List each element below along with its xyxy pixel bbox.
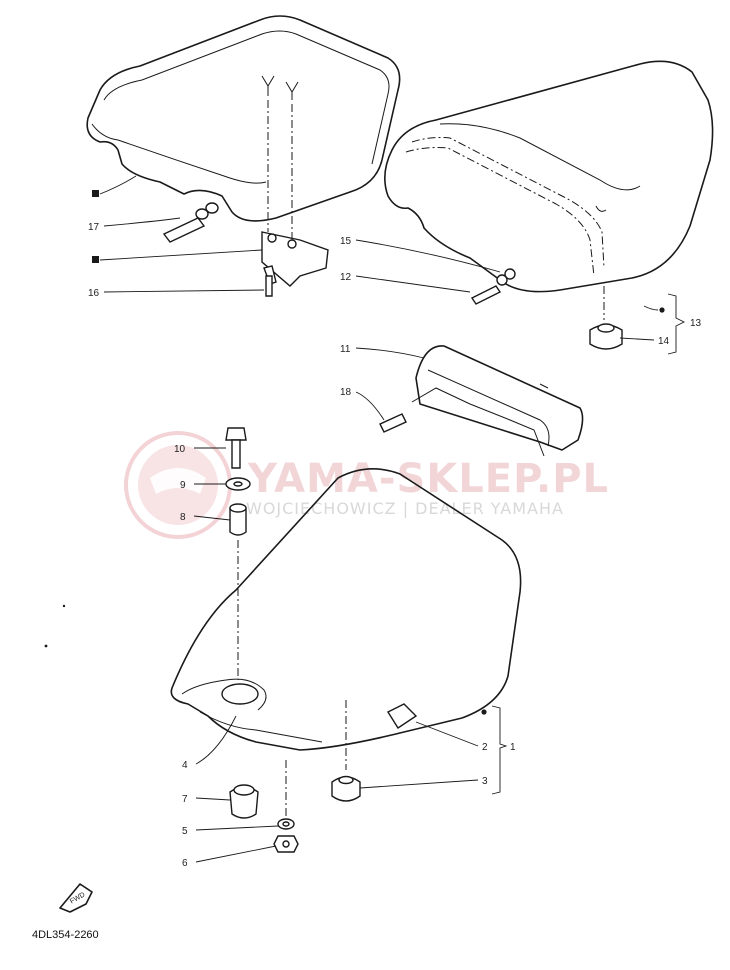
passenger-seat [384,60,714,293]
watermark: YAMA-SKLEP.PL WOJCIECHOWICZ | DEALER YAM… [124,431,609,539]
speck [62,604,66,608]
bolt-10-icon [225,427,247,469]
callout-1: 1 [510,742,516,753]
callout-labels: 17 16 15 12 13 14 11 18 10 9 8 4 7 5 6 2… [88,222,702,869]
bolt-17-icon [162,202,219,243]
screw-13-icon [659,307,665,313]
screw-18-icon [379,413,407,433]
screw-square-icon [92,256,99,263]
seat-base [170,468,522,751]
fastener-arrows-icon [261,75,299,100]
rider-seat [86,15,401,222]
forward-arrow-icon: FWD [59,883,93,913]
callout-6: 6 [182,858,188,869]
watermark-logo-icon [124,431,232,539]
leader-lines [99,175,686,863]
callout-4: 4 [182,760,188,771]
nut-6-icon [273,835,299,853]
collar-8-icon [229,503,247,536]
callout-14: 14 [658,336,670,347]
screw-2-icon [481,709,487,715]
callout-9: 9 [180,480,186,491]
callout-12: 12 [340,272,352,283]
callout-10: 10 [174,444,186,455]
damper-14-icon [589,323,623,350]
pin-16-icon [265,275,273,297]
callout-5: 5 [182,826,188,837]
screw-square-icon [92,190,99,197]
washer-9-icon [225,477,251,491]
callout-15: 15 [340,236,352,247]
diagram-code: 4DL354-2260 [32,929,99,941]
callout-18: 18 [340,387,352,398]
callout-3: 3 [482,776,488,787]
callout-7: 7 [182,794,188,805]
rear-cover [411,345,584,457]
callout-11: 11 [340,344,351,355]
callout-17: 17 [88,222,100,233]
watermark-subtitle: WOJCIECHOWICZ | DEALER YAMAHA [246,499,564,518]
watermark-title: YAMA-SKLEP.PL [247,456,609,502]
callout-2: 2 [482,742,488,753]
washer-5-icon [277,818,295,830]
callout-13: 13 [690,318,702,329]
damper-3-icon [331,775,361,802]
callout-8: 8 [180,512,186,523]
callout-16: 16 [88,288,100,299]
bolt-12-icon [470,268,516,305]
speck [44,644,48,648]
grommet-7-icon [229,784,259,819]
